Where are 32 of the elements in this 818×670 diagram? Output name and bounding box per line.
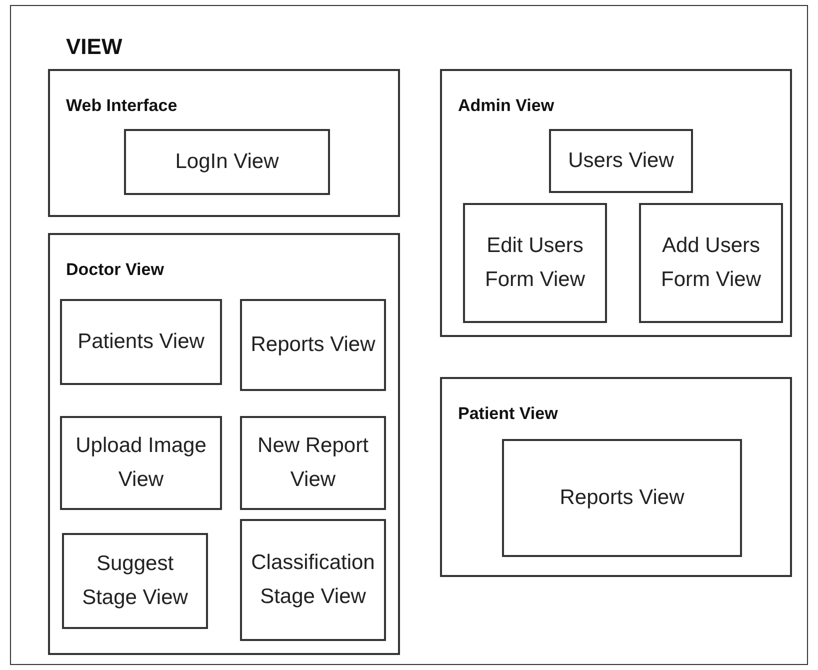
view-label: Reports View [250,332,376,358]
view-box [62,533,208,629]
view-label: Classification Stage View [250,550,376,610]
view-box [502,439,742,557]
view-box [639,203,783,323]
view-label: Suggest Stage View [81,551,189,611]
view-box [240,519,386,641]
group-box [440,377,792,577]
group-title: VIEW [66,33,122,61]
view-label: Upload Image View [74,433,208,493]
view-box [549,129,693,193]
view-label: Reports View [560,485,684,511]
view-label: Edit Users Form View [484,233,586,293]
group-box [48,69,400,217]
group-title: Doctor View [66,259,164,281]
group-title: Web Interface [66,95,178,117]
group-title: Admin View [458,95,554,117]
group-title: Patient View [458,403,558,425]
view-box [240,299,386,391]
group-box [440,69,792,337]
view-label: Users View [568,148,674,174]
view-box [124,129,330,195]
view-label: Patients View [78,329,204,355]
view-box [60,416,222,510]
view-box [240,416,386,510]
group-box [48,233,400,655]
view-label: New Report View [256,433,370,493]
view-box [463,203,607,323]
view-label: LogIn View [175,149,279,175]
view-label: Add Users Form View [660,233,762,293]
view-box [60,299,222,385]
group-box [10,5,808,665]
